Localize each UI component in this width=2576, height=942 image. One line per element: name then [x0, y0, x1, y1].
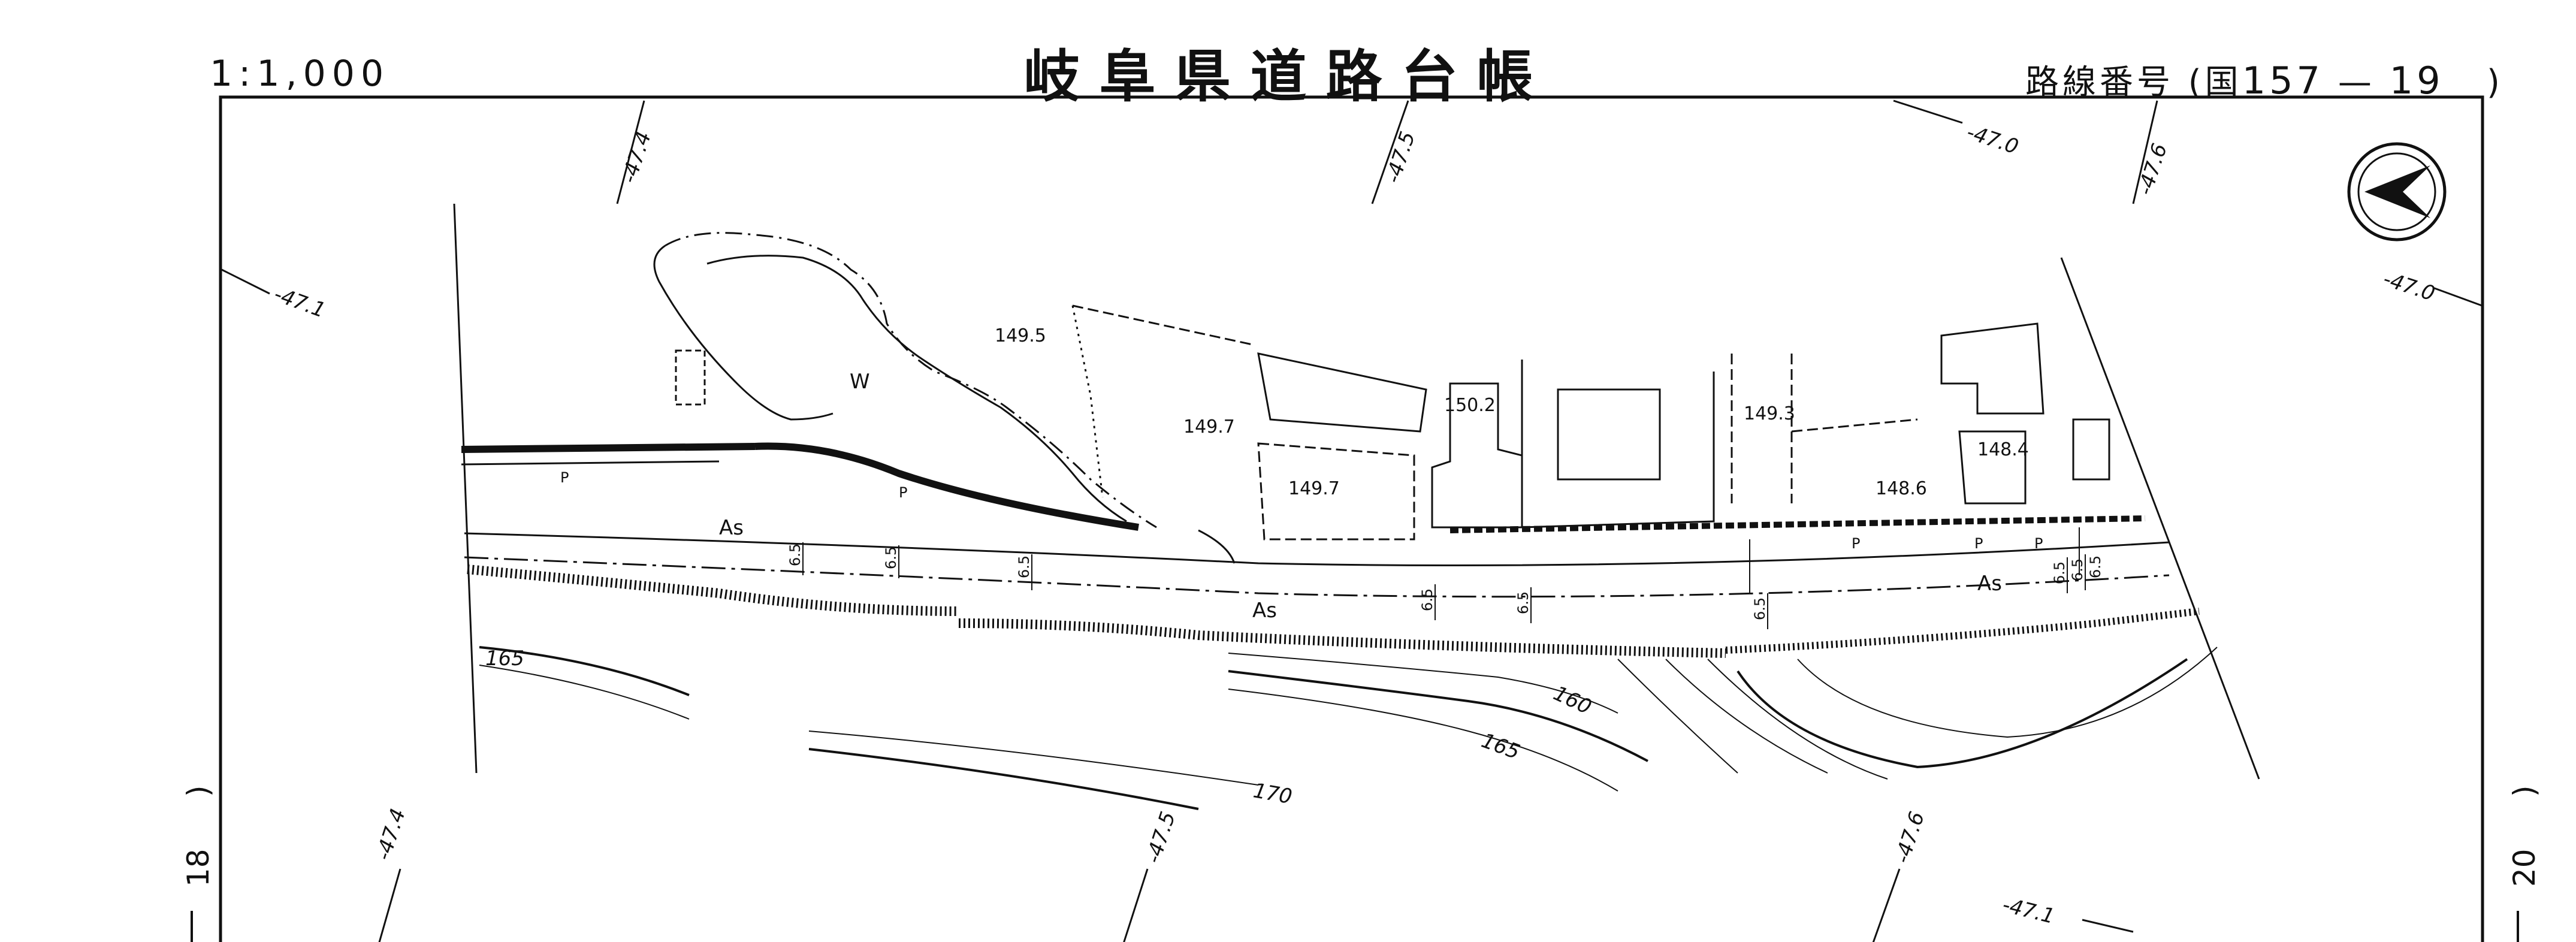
spot-height: 148.4	[1977, 439, 2029, 460]
road-width-label: 6.5	[883, 547, 899, 569]
elevation-tick-label: -47.6	[2133, 141, 2172, 198]
road-width-markers	[802, 542, 2086, 629]
pavement-label: P	[899, 484, 907, 501]
elevation-tick-label: -47.0	[1964, 120, 2021, 159]
contour-lines	[479, 646, 2218, 810]
water-label: W	[850, 370, 870, 394]
pavement-label: P	[2034, 535, 2043, 552]
spot-height: 149.7	[1183, 416, 1235, 437]
road-width-label: 6.5	[1016, 555, 1032, 578]
north-arrow-icon	[2347, 142, 2447, 241]
spot-height: 149.7	[1288, 478, 1340, 499]
pavement-label: P	[1974, 535, 1983, 552]
parcels	[675, 304, 2110, 541]
spot-height: 150.2	[1444, 395, 1496, 416]
asphalt-label: As	[1977, 572, 2002, 596]
pavement-label: P	[560, 469, 569, 486]
asphalt-label: As	[719, 516, 744, 540]
pond-shoreline	[706, 255, 1127, 523]
road-width-label: 6.5	[1751, 597, 1768, 620]
elevation-tick-lines	[221, 99, 2483, 942]
road-width-label: 6.5	[2051, 561, 2068, 584]
road-width-label: 6.5	[787, 544, 804, 566]
scale-label: 1:1,000	[210, 53, 390, 95]
map-title: 岐阜県道路台帳	[1023, 44, 1553, 110]
adjacent-sheet-left: 18	[181, 849, 216, 887]
elevation-tick-label: -47.4	[617, 129, 656, 186]
adjacent-sheet-right: 20	[2507, 849, 2542, 887]
survey-boundary-right	[2060, 257, 2260, 780]
route-suffix: )	[2486, 63, 2503, 102]
pond-boundary-west	[653, 244, 833, 421]
elevation-tick-label: -47.4	[372, 806, 410, 864]
road-width-label: 6.5	[2087, 555, 2104, 578]
elevation-tick-label: -47.5	[1141, 809, 1180, 866]
pond-boundary-north	[665, 232, 1157, 529]
spot-height: 149.5	[995, 325, 1046, 346]
spot-height: 148.6	[1876, 478, 1927, 499]
elevation-tick-label: -47.6	[1891, 809, 1929, 866]
route-number-label: 路線番号 (国157 — 19 )	[2025, 55, 2503, 104]
adjacent-sheet-right-paren: )	[2507, 785, 2542, 797]
contour-label: 170	[1251, 778, 1294, 809]
route-dash: —	[2338, 63, 2375, 102]
road-width-label: 6.5	[1419, 588, 1436, 611]
contour-label: 165	[485, 647, 524, 671]
elevation-tick-label: -47.1	[271, 282, 328, 323]
spot-height: 149.3	[1744, 403, 1795, 424]
elevation-tick-label: -47.5	[1381, 129, 1420, 186]
contour-label: 160	[1550, 681, 1595, 720]
route-prefix: 路線番号 (国	[2025, 63, 2242, 102]
elevation-tick-label: -47.0	[2380, 267, 2438, 306]
road-edge-walls	[461, 442, 2200, 658]
asphalt-label: As	[1252, 599, 1277, 623]
road-lines	[464, 527, 2170, 598]
adjacent-sheet-left-paren: )	[181, 785, 216, 797]
road-width-label: 6.5	[1515, 591, 1532, 614]
elevation-tick-label: -47.1	[2000, 893, 2057, 929]
route-number: 157	[2242, 59, 2324, 102]
survey-boundary-left	[453, 203, 478, 774]
contour-label: 165	[1478, 729, 1523, 765]
map-frame	[219, 95, 2484, 942]
route-sheet: 19	[2389, 59, 2444, 102]
pavement-label: P	[1852, 535, 1860, 552]
road-width-label: 6.5	[2069, 558, 2086, 581]
